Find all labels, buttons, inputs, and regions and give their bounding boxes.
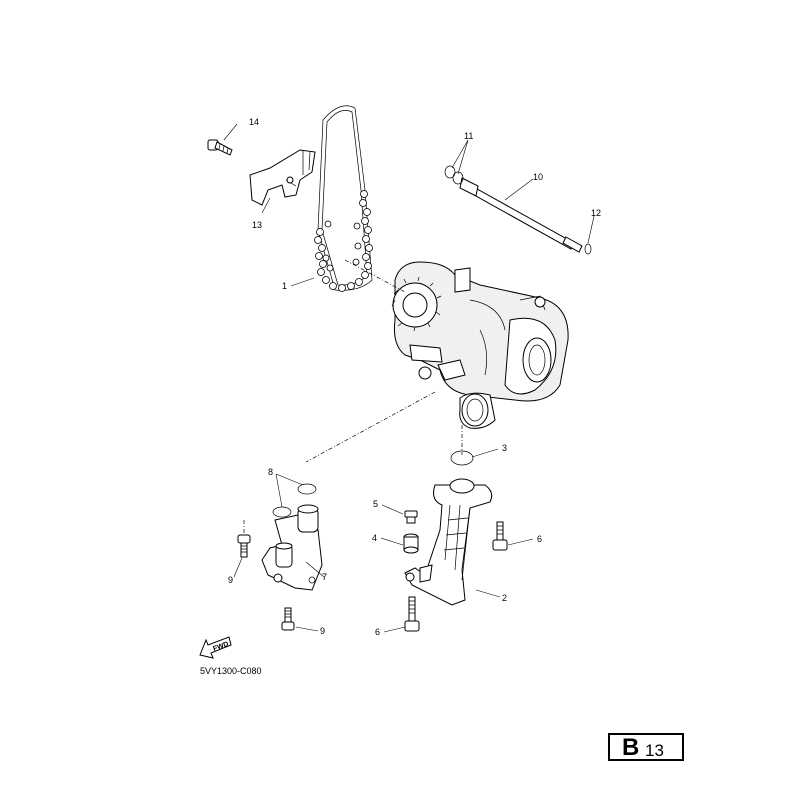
callout-9-lower: 9 [320,626,325,636]
guide-bolt [207,139,233,156]
callout-6-right: 6 [537,534,542,544]
timing-chain [314,105,373,292]
oil-pump-assembly [391,261,569,429]
callout-14: 14 [249,117,259,127]
page-letter: B [622,734,640,761]
chain-guide [249,149,316,206]
bolt-9-upper [237,534,251,558]
callout-8: 8 [268,467,273,477]
leader-lines [223,123,595,633]
plug-5 [404,510,418,524]
callout-10: 10 [533,172,543,182]
callout-7: 7 [322,572,327,582]
callout-13: 13 [252,220,262,230]
callout-2: 2 [502,593,507,603]
diagram-code: 5VY1300-C080 [200,666,262,676]
callout-6-lower: 6 [375,627,380,637]
chain-sprocket-line [344,259,406,293]
oil-pipe-bracket [261,504,323,591]
bolt-6-right [492,521,508,551]
callout-9-upper: 9 [228,575,233,585]
callout-1: 1 [282,281,287,291]
oil-strainer [404,478,493,606]
o-rings-11 [444,165,464,185]
o-ring-3 [450,450,474,466]
callout-11: 11 [464,131,473,141]
page-number: 13 [645,741,664,760]
o-ring-12 [584,243,592,255]
page-reference-box: B 13 [608,733,684,761]
fwd-arrow-icon: FWD [199,636,232,659]
collar-4 [403,533,419,554]
callout-5: 5 [373,499,378,509]
oil-delivery-pipe [459,177,583,253]
callout-12: 12 [591,208,601,218]
bolt-9-lower [281,607,295,631]
callout-3: 3 [502,443,507,453]
callout-4: 4 [372,533,377,543]
bolt-6-lower [404,596,420,632]
pump-outlet-line [305,391,436,463]
